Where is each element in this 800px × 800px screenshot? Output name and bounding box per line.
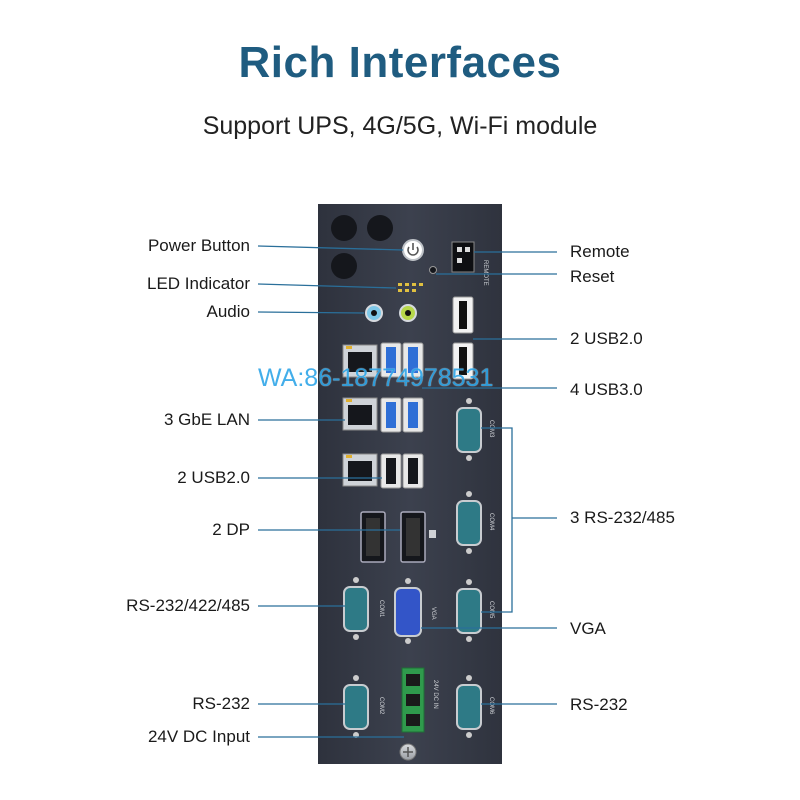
vga-connector <box>394 578 422 644</box>
label-audio: Audio <box>206 302 250 321</box>
power-icon <box>407 246 419 256</box>
lan-port-1 <box>342 344 378 378</box>
page-subtitle: Support UPS, 4G/5G, Wi-Fi module <box>202 112 598 140</box>
lan-port-3 <box>342 453 378 487</box>
hdmi-dp-icon <box>429 530 436 538</box>
db9-com3 <box>456 398 482 461</box>
db9-com2 <box>343 675 369 738</box>
antenna-holes <box>331 215 393 279</box>
remote-connector <box>451 241 475 273</box>
label-power-button: Power Button <box>147 236 250 255</box>
page-title: Rich Interfaces <box>238 38 562 87</box>
dc-print: 24V DC IN <box>432 680 438 709</box>
lan-port-2 <box>342 397 378 431</box>
com2-print: COM2 <box>378 697 384 715</box>
label-vga: VGA <box>570 619 606 638</box>
label-rs232-left: RS-232 <box>192 694 250 713</box>
com4-print: COM4 <box>488 513 494 531</box>
db9-com4 <box>456 491 482 554</box>
dc-terminal-block <box>401 667 425 733</box>
db9-com5 <box>456 579 482 642</box>
label-remote: Remote <box>570 242 630 261</box>
label-dp: 2 DP <box>212 520 250 539</box>
ground-screw-icon <box>399 743 417 761</box>
label-reset: Reset <box>570 267 615 286</box>
audio-jacks <box>365 304 417 322</box>
usb2-lower-ports <box>380 453 424 489</box>
com3-print: COM3 <box>488 420 494 438</box>
com1-print: COM1 <box>378 600 384 618</box>
label-usb2-left: 2 USB2.0 <box>177 468 250 487</box>
dp-ports <box>360 511 436 563</box>
com5-print: COM5 <box>488 601 494 619</box>
label-lan: 3 GbE LAN <box>164 410 250 429</box>
reset-button[interactable] <box>429 266 437 274</box>
label-dc-input: 24V DC Input <box>147 727 250 746</box>
vga-print: VGA <box>430 607 436 620</box>
led-indicators <box>398 283 423 292</box>
label-rs232-right: RS-232 <box>570 695 628 714</box>
usb3-ports <box>380 342 424 433</box>
usb2-top-ports <box>452 296 474 380</box>
label-usb3: 4 USB3.0 <box>570 380 643 399</box>
label-led-indicator: LED Indicator <box>147 274 250 293</box>
label-usb2-right: 2 USB2.0 <box>570 329 643 348</box>
remote-print: REMOTE <box>482 260 488 286</box>
com6-print: COM6 <box>488 697 494 715</box>
leader-lines-right <box>421 251 557 705</box>
label-com-multi: RS-232/422/485 <box>126 596 250 615</box>
leader-lines-left <box>257 245 404 738</box>
db9-com1 <box>343 577 369 640</box>
label-rs-group: 3 RS-232/485 <box>570 508 675 527</box>
power-button[interactable] <box>402 239 424 261</box>
db9-com6 <box>456 675 482 738</box>
lan-ports <box>342 344 378 487</box>
watermark-text: WA:86-18774978531 <box>258 364 494 392</box>
